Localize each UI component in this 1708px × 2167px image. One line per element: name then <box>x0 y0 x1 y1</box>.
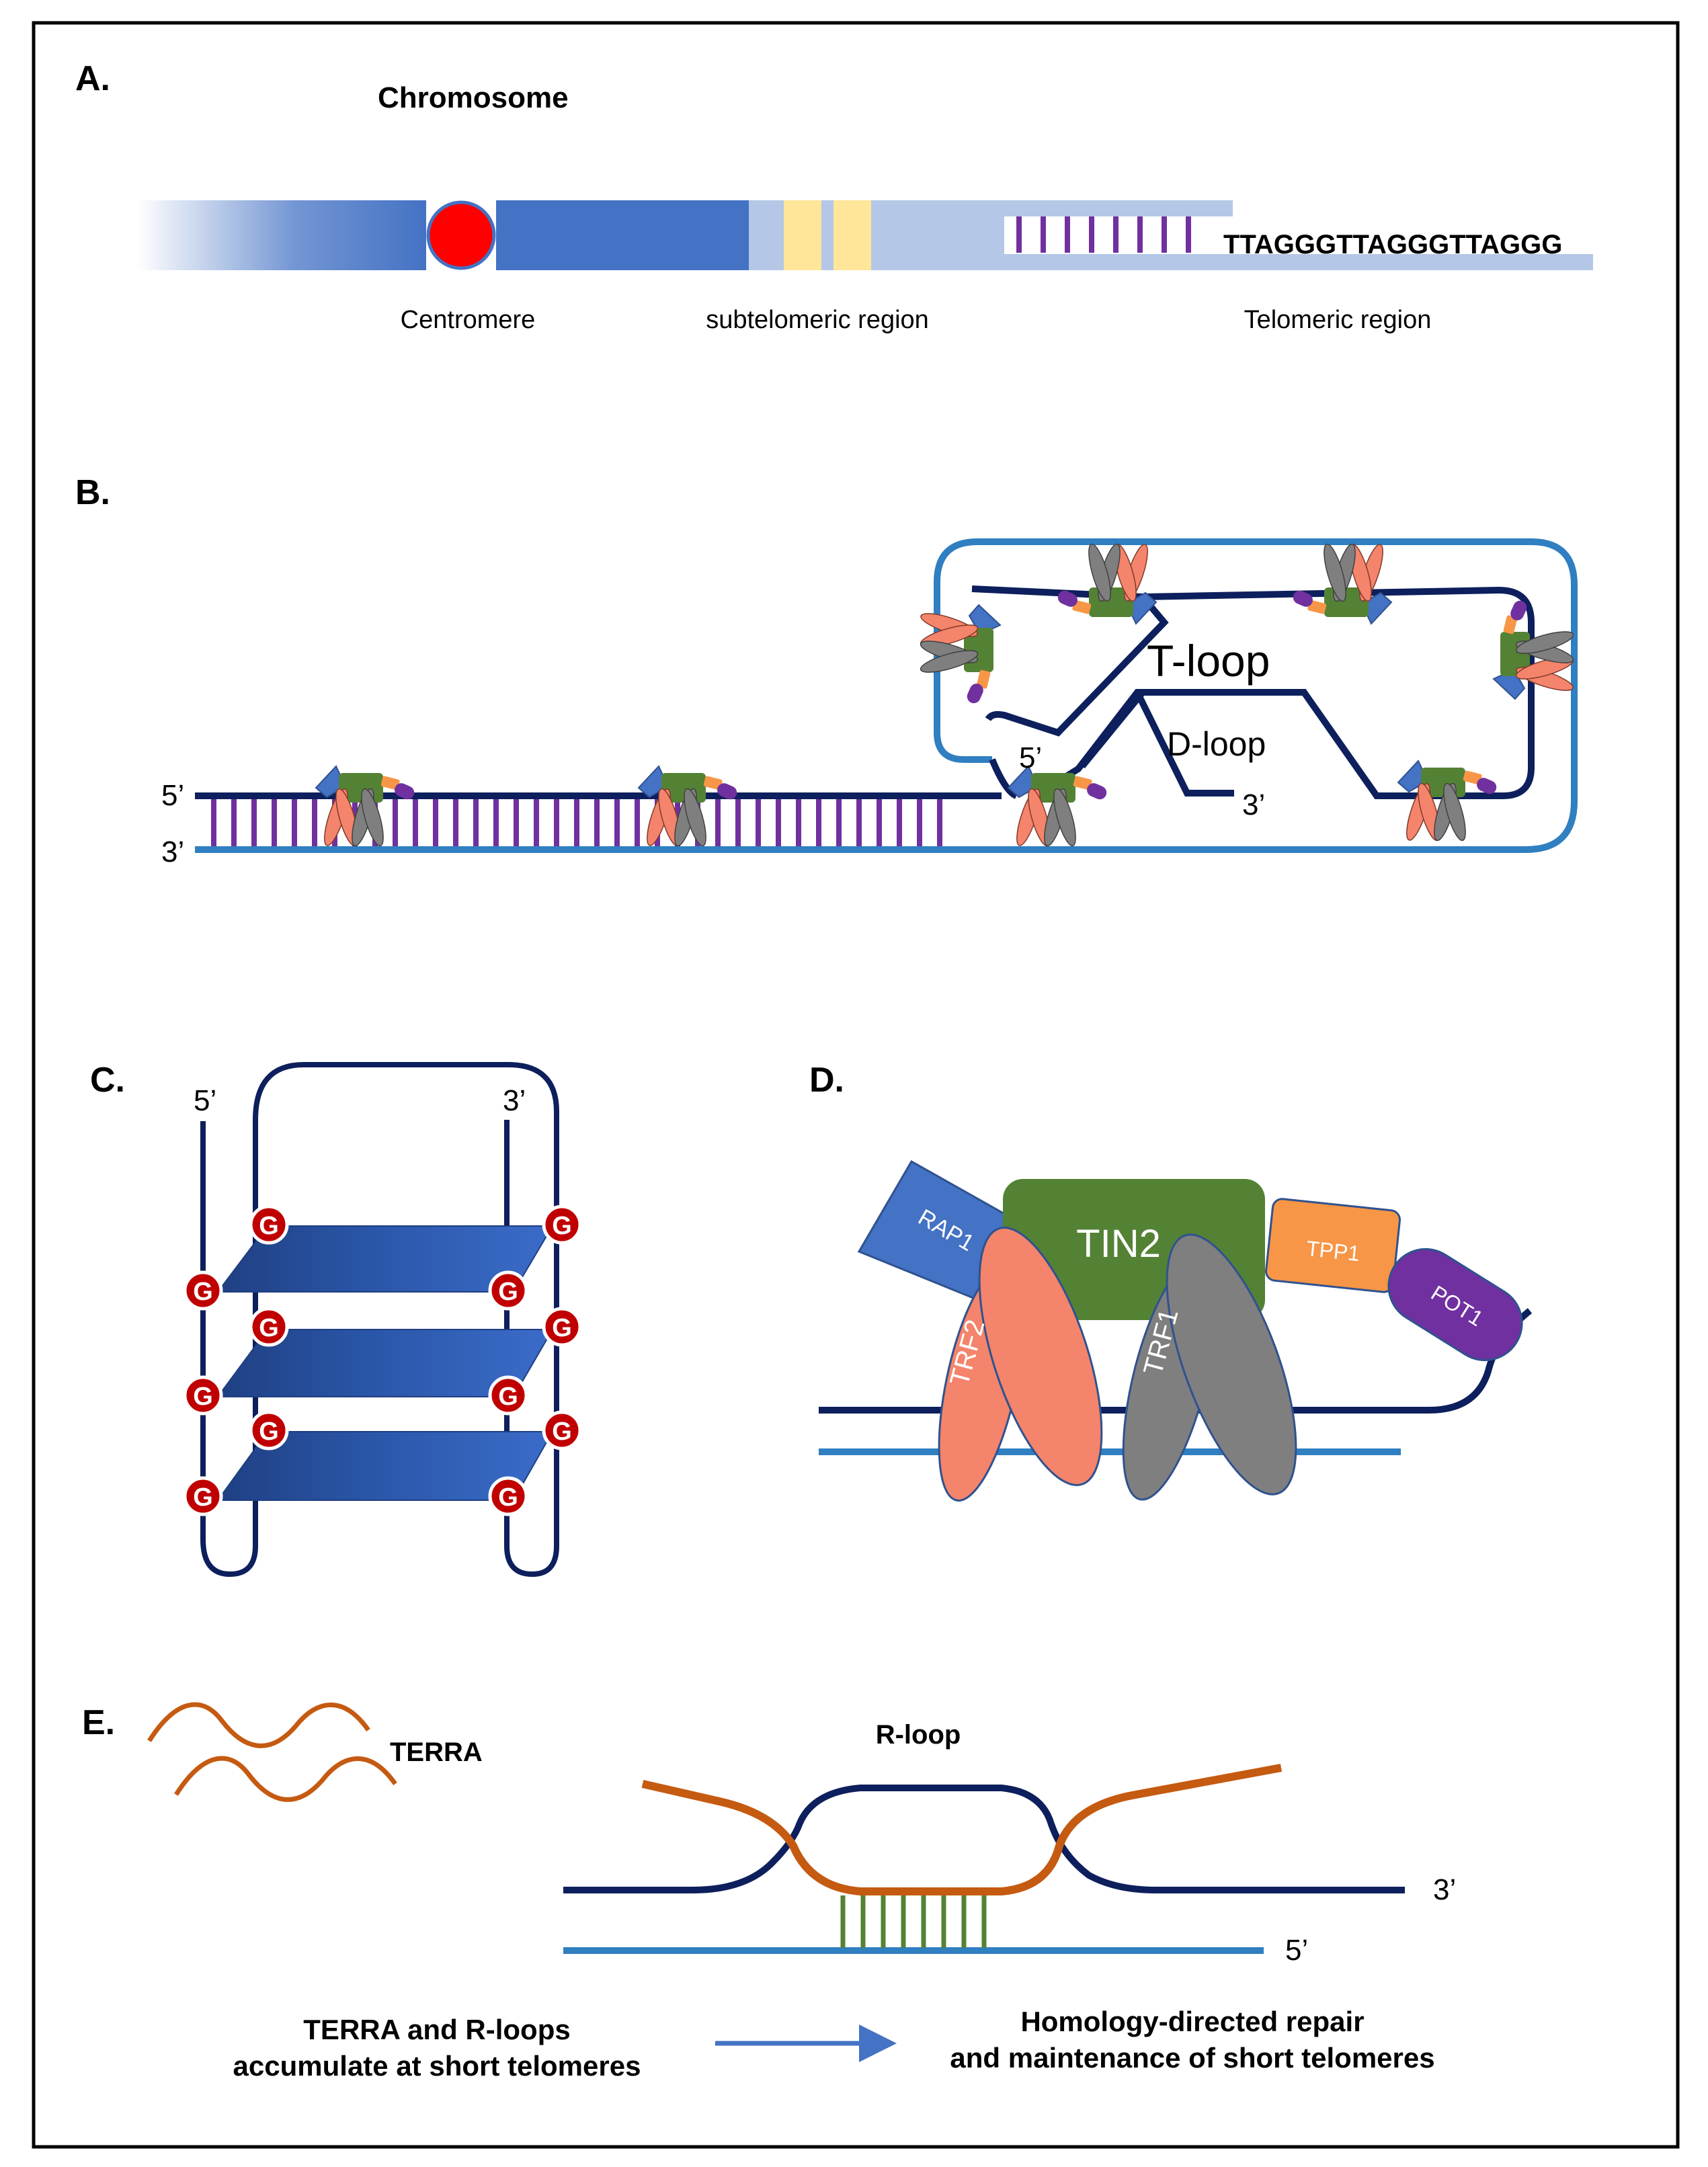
tin2-label: TIN2 <box>1076 1222 1161 1266</box>
centromere <box>426 200 496 270</box>
rna-dna-hybrid-pairs <box>840 1895 987 1948</box>
terra-wave-1 <box>147 1702 370 1748</box>
svg-text:G: G <box>552 1212 572 1240</box>
e-five-prime-label: 5’ <box>1285 1934 1308 1967</box>
chromosome-bar <box>137 195 1593 276</box>
guanine-base: G <box>183 1476 223 1516</box>
panel-d: D. RAP1 TIN2 TRF2 TRF1 TPP1 POT1 <box>809 1061 1533 1502</box>
c-three-prime-label: 3’ <box>503 1084 526 1117</box>
telomere-repeats <box>1016 216 1191 253</box>
guanine-base: G <box>488 1270 528 1311</box>
t-loop-strand <box>971 585 1535 799</box>
panel-b: B. <box>75 473 1578 868</box>
e-three-prime-label: 3’ <box>1433 1873 1456 1906</box>
subtelomeric-band-2 <box>833 200 871 270</box>
invading-strand <box>1080 690 1234 796</box>
panel-e: E. TERRA R-loop 3’ 5’ TERRA and R-loops … <box>82 1702 1456 2082</box>
t-loop-label: T-loop <box>1147 636 1270 686</box>
trf1-protein-front <box>1166 1233 1297 1496</box>
r-loop-label: R-loop <box>876 1720 961 1750</box>
guanine-base: G <box>183 1375 223 1416</box>
chromosome-title: Chromosome <box>378 81 569 114</box>
shelterin-complex <box>638 766 740 849</box>
panel-d-label: D. <box>809 1061 844 1100</box>
telomere-strand-top <box>1004 200 1233 216</box>
shelterin-complex <box>1397 760 1500 844</box>
telomere-strand-bottom <box>1004 254 1593 270</box>
shelterin-complex <box>1055 541 1157 624</box>
panel-a-label: A. <box>75 59 110 98</box>
three-prime-strand-label: 3’ <box>161 835 184 868</box>
shelterin-complex <box>1290 541 1392 624</box>
guanine-base: G <box>249 1307 289 1347</box>
duplex-repeats <box>211 797 942 848</box>
guanine-base: G <box>542 1307 582 1347</box>
subtelomeric-band-1 <box>784 200 821 270</box>
svg-text:G: G <box>193 1483 213 1512</box>
svg-text:G: G <box>552 1314 572 1342</box>
subtelomeric-label: subtelomeric region <box>706 306 929 334</box>
d-loop-label: D-loop <box>1167 725 1266 763</box>
telomere-sequence: TTAGGGTTAGGGTTAGGG <box>1223 230 1562 259</box>
panel-c: C. 5’ 3’ G G G G G G G G G G G G <box>90 1061 582 1578</box>
invading-five-prime-label: 5’ <box>1019 741 1042 774</box>
svg-text:G: G <box>552 1418 572 1446</box>
g-quadruplex-strand <box>200 1062 559 1578</box>
svg-text:G: G <box>498 1383 518 1411</box>
panel-e-label: E. <box>82 1703 115 1742</box>
guanine-base: G <box>542 1410 582 1450</box>
tpp1-protein <box>1265 1198 1401 1293</box>
c-five-prime-label: 5’ <box>194 1084 216 1117</box>
telomeric-label: Telomeric region <box>1244 306 1432 334</box>
guanine-base: G <box>249 1204 289 1245</box>
overhang-three-prime-label: 3’ <box>1242 788 1265 821</box>
svg-text:G: G <box>193 1383 213 1411</box>
guanine-base: G <box>249 1410 289 1450</box>
terra-hybrid-strand <box>641 1764 1283 1895</box>
svg-text:G: G <box>259 1212 279 1240</box>
guanine-base: G <box>183 1270 223 1311</box>
guanine-base: G <box>488 1476 528 1516</box>
panel-c-label: C. <box>90 1061 125 1100</box>
pot1-protein <box>1387 1248 1523 1362</box>
e-dark-strand <box>563 1785 1405 1893</box>
svg-text:G: G <box>259 1314 279 1342</box>
right-caption-line-2: and maintenance of short telomeres <box>950 2042 1434 2074</box>
svg-text:G: G <box>498 1278 518 1306</box>
guanine-base: G <box>542 1204 582 1245</box>
svg-text:G: G <box>193 1278 213 1306</box>
five-prime-strand-label: 5’ <box>161 779 184 812</box>
shelterin-complex <box>1008 766 1110 849</box>
terra-wave-2 <box>174 1756 397 1802</box>
centromere-label: Centromere <box>401 306 536 334</box>
panel-b-label: B. <box>75 473 110 512</box>
tpp1-label: TPP1 <box>1305 1236 1360 1266</box>
guanine-base: G <box>488 1375 528 1416</box>
left-caption-line-2: accumulate at short telomeres <box>233 2050 641 2082</box>
guanine-bases: G G G G G G G G G G G G <box>183 1204 582 1516</box>
left-caption-line-1: TERRA and R-loops <box>303 2014 570 2045</box>
panel-a: A. Chromosome TTAGGGTTAGGGTTAGG <box>75 59 1593 334</box>
trf2-protein-front <box>978 1227 1103 1486</box>
figure-frame <box>32 21 1680 2149</box>
svg-text:G: G <box>498 1483 518 1512</box>
terra-label: TERRA <box>390 1737 483 1767</box>
svg-text:G: G <box>259 1418 279 1446</box>
right-caption-line-1: Homology-directed repair <box>1020 2006 1364 2037</box>
shelterin-complex <box>315 766 417 849</box>
bottom-strand-loop <box>195 538 1578 853</box>
shelterin-complex <box>918 604 1001 706</box>
